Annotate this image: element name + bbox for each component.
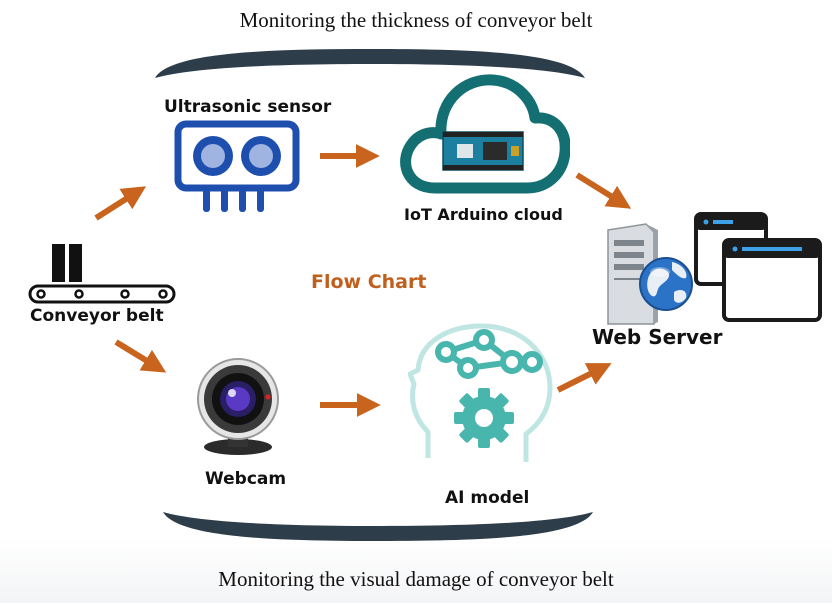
- arduino-board-icon: [442, 131, 524, 171]
- arrow-cloud-to-server: [575, 172, 632, 209]
- ultrasonic-sensor-label: Ultrasonic sensor: [164, 97, 332, 117]
- arrow-ai-to-server: [556, 363, 612, 393]
- web-server-icon: [607, 212, 822, 325]
- web-server-label: Web Server: [592, 325, 723, 349]
- ai-model-label: AI model: [445, 488, 530, 508]
- bottom-caption: Monitoring the visual damage of conveyor…: [218, 567, 614, 591]
- background-fade: [0, 540, 832, 603]
- top-brace: [155, 49, 585, 78]
- conveyor-belt-label: Conveyor belt: [30, 306, 164, 326]
- iot-cloud-label: IoT Arduino cloud: [404, 205, 563, 224]
- cloud-icon: [400, 74, 570, 194]
- conveyor-belt-icon: [28, 244, 176, 304]
- browser-window-icon: [694, 212, 822, 322]
- webcam-label: Webcam: [205, 469, 287, 489]
- server-tower-icon: [607, 223, 658, 325]
- globe-icon: [639, 257, 693, 311]
- webcam-icon: [197, 358, 279, 455]
- ai-head-icon: [408, 323, 553, 462]
- flow-chart-title: Flow Chart: [311, 271, 427, 293]
- arrow-belt-to-webcam: [114, 339, 167, 373]
- ultrasonic-sensor-icon: [174, 120, 300, 212]
- gear-icon: [454, 388, 514, 448]
- arrow-belt-to-sensor: [94, 186, 147, 221]
- bottom-brace: [163, 512, 593, 541]
- top-caption: Monitoring the thickness of conveyor bel…: [239, 8, 593, 32]
